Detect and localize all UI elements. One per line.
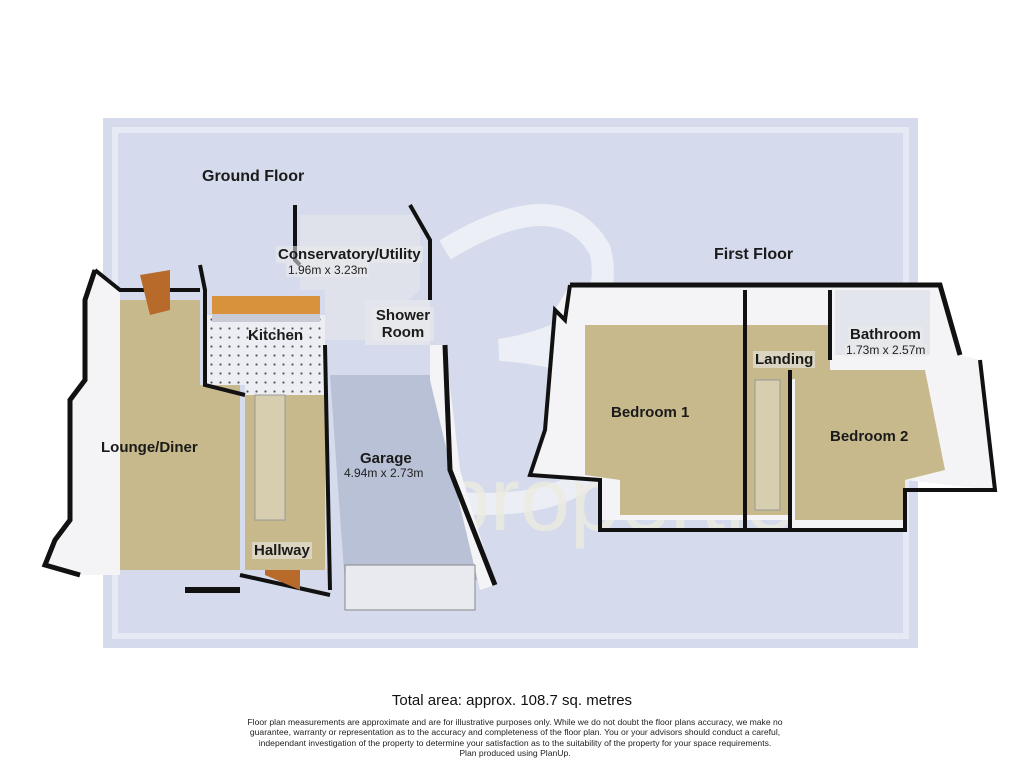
bedroom-1-floor: [585, 325, 745, 515]
room-dimensions-conservatory: 1.96m x 3.23m: [286, 263, 370, 277]
room-label-lounge-diner: Lounge/Diner: [101, 439, 198, 456]
lounge-walls: [45, 270, 120, 575]
stairs-first: [754, 379, 781, 511]
total-area: Total area: approx. 108.7 sq. metres: [391, 692, 633, 709]
ground-floor-plan: [41, 204, 498, 611]
room-label-garage: Garage: [360, 450, 412, 467]
lounge-diner-floor: [85, 300, 240, 570]
room-label-hallway: Hallway: [252, 542, 312, 559]
bedroom-2-floor: [795, 370, 945, 520]
disclaimer-line: guarantee, warranty or representation as…: [249, 727, 781, 738]
disclaimer-line: Plan produced using PlanUp.: [459, 748, 571, 759]
kitchen-worktop: [212, 296, 320, 314]
disclaimer-line: Floor plan measurements are approximate …: [247, 717, 783, 727]
room-label-bedroom-1: Bedroom 1: [611, 404, 690, 421]
disclaimer: Floor plan measurements are approximate …: [190, 717, 840, 759]
disclaimer-line: independant investigation of the propert…: [258, 737, 772, 748]
front-door: [265, 570, 300, 590]
room-label-shower-room: Shower Room: [372, 307, 434, 341]
room-label-landing: Landing: [753, 351, 816, 368]
room-dimensions-garage: 4.94m x 2.73m: [344, 466, 424, 480]
stairs: [254, 394, 286, 521]
garage-door: [344, 564, 476, 611]
room-label-bathroom: Bathroom: [848, 326, 923, 343]
room-label-bedroom-2: Bedroom 2: [830, 428, 909, 445]
first-floor-title: First Floor: [714, 246, 794, 263]
room-label-kitchen: Kitchen: [248, 327, 304, 344]
room-label-conservatory: Conservatory/Utility: [276, 246, 423, 263]
first-floor-plan: [527, 282, 998, 532]
kitchen-floor: [205, 315, 325, 395]
ground-floor-title: Ground Floor: [202, 168, 305, 185]
room-dimensions-bathroom: 1.73m x 2.57m: [844, 343, 928, 357]
back-door: [140, 270, 170, 315]
